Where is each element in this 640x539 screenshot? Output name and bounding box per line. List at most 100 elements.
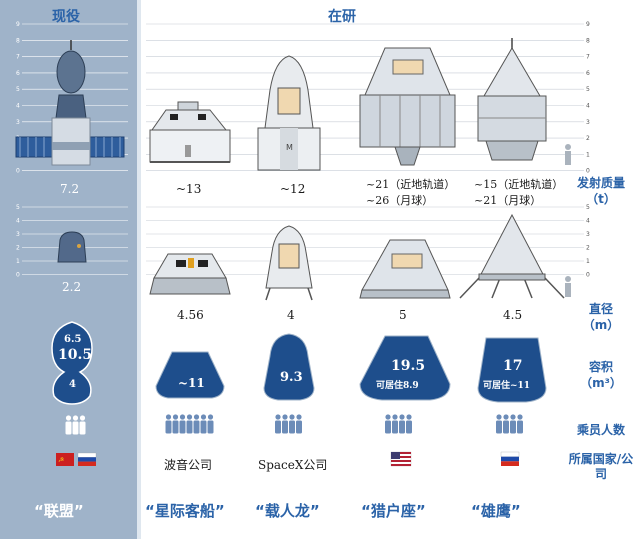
row-label-diameter-unit: （m） <box>582 318 620 332</box>
axis-tick-label: 1 <box>586 258 590 265</box>
starliner-volume: ~11 <box>178 376 205 390</box>
oryol-volume-shape <box>477 337 547 403</box>
crew-icons <box>65 414 523 435</box>
axis-tick-label: 2 <box>16 245 20 252</box>
orion-name: “猎户座” <box>361 502 426 520</box>
person-icon <box>275 420 281 434</box>
axis-tick-label: 3 <box>16 119 20 126</box>
ussr-flag-icon: ☭ <box>56 453 74 466</box>
person-icon <box>200 414 207 420</box>
oryol-diameter: 4.5 <box>503 308 523 322</box>
starliner-company: 波音公司 <box>164 458 213 472</box>
person-icon <box>282 420 288 434</box>
person-icon <box>179 420 186 434</box>
person-icon <box>406 420 412 434</box>
starliner-full-icon <box>149 101 231 163</box>
person-icon <box>406 414 412 420</box>
crew-dragon-volume: 9.3 <box>280 370 303 385</box>
crew-dragon-full-icon: M <box>257 55 321 171</box>
crew-dragon-capsule-icon <box>265 225 313 301</box>
person-icon <box>72 415 79 421</box>
person-icon <box>392 414 398 420</box>
person-icon <box>385 420 391 434</box>
orion-volume-habitable: 可居住8.9 <box>376 381 419 391</box>
axis-tick-label: 7 <box>586 54 590 61</box>
crew-dragon-diameter: 4 <box>287 308 295 322</box>
soyuz-diameter: 2.2 <box>62 280 82 294</box>
person-icon <box>186 420 193 434</box>
orion-mass-lunar: ~26（月球） <box>366 194 434 207</box>
oryol-volume: 17 <box>503 358 523 374</box>
axis-tick-label: 3 <box>586 119 590 126</box>
axis-tick-label: 5 <box>586 204 590 211</box>
column-divider <box>137 0 141 539</box>
person-icon <box>289 420 295 434</box>
person-icon <box>165 414 172 420</box>
person-icon <box>496 420 502 434</box>
human-scale-icon <box>565 144 571 297</box>
row-label-mass: 发射质量 <box>576 176 625 190</box>
soyuz-volume-top: 6.5 <box>64 334 82 345</box>
axis-tick-label: 1 <box>16 258 20 265</box>
row-label-crew: 乘员人数 <box>576 423 625 437</box>
person-icon <box>496 414 502 420</box>
axis-tick-label: 3 <box>586 231 590 238</box>
usa-flag-icon <box>390 451 412 467</box>
axis-tick-label: 7 <box>16 54 20 61</box>
axis-tick-label: 0 <box>586 168 590 175</box>
orion-mass-leo: ~21（近地轨道） <box>366 178 456 191</box>
russia-flag-icon-oryol <box>500 451 520 466</box>
soyuz-capsule-icon <box>57 231 87 263</box>
person-icon <box>385 414 391 420</box>
starliner-name: “星际客船” <box>145 502 225 520</box>
row-label-diameter: 直径 <box>588 302 613 316</box>
svg-text:M: M <box>286 143 293 152</box>
axis-tick-label: 8 <box>586 37 590 44</box>
axis-tick-label: 2 <box>586 135 590 142</box>
row-label-mass-unit: （t） <box>586 192 616 206</box>
person-icon <box>179 414 186 420</box>
person-icon <box>275 414 281 420</box>
axis-tick-label: 2 <box>586 245 590 252</box>
svg-text:☭: ☭ <box>58 456 64 464</box>
crew-dragon-name: “载人龙” <box>255 502 320 520</box>
axis-tick-label: 5 <box>586 86 590 93</box>
soyuz-volume-bottom: 4 <box>69 379 76 390</box>
person-icon <box>392 420 398 434</box>
orion-full-icon <box>359 47 456 166</box>
axis-tick-label: 8 <box>16 37 20 44</box>
oryol-mass-lunar: ~21（月球） <box>474 194 542 207</box>
header-developing: 在研 <box>328 9 356 25</box>
oryol-mass-leo: ~15（近地轨道） <box>474 178 564 191</box>
axis-tick-label: 4 <box>586 218 590 225</box>
orion-volume-shape <box>359 335 451 401</box>
axis-tick-label: 4 <box>586 103 590 110</box>
person-icon <box>65 415 72 421</box>
person-icon <box>200 420 207 434</box>
person-icon <box>296 414 302 420</box>
person-icon <box>79 415 86 421</box>
soyuz-spacecraft-icon <box>15 40 125 166</box>
russia-flag-icon <box>77 452 97 466</box>
orion-diameter: 5 <box>399 308 407 322</box>
axis-tick-label: 6 <box>16 70 20 77</box>
axis-tick-label: 4 <box>16 103 20 110</box>
starliner-diameter: 4.56 <box>177 308 204 322</box>
axis-tick-label: 6 <box>586 70 590 77</box>
person-icon <box>517 414 523 420</box>
person-icon <box>282 414 288 420</box>
person-icon <box>193 420 200 434</box>
person-icon <box>193 414 200 420</box>
starliner-capsule-icon <box>149 253 231 295</box>
person-icon <box>510 414 516 420</box>
person-icon <box>207 414 214 420</box>
axis-tick-label: 3 <box>16 231 20 238</box>
axis-tick-label: 9 <box>16 21 20 28</box>
axis-tick-label: 4 <box>16 218 20 225</box>
person-icon <box>207 420 214 434</box>
oryol-full-icon <box>477 38 547 161</box>
person-icon <box>399 420 405 434</box>
axis-tick-label: 9 <box>586 21 590 28</box>
